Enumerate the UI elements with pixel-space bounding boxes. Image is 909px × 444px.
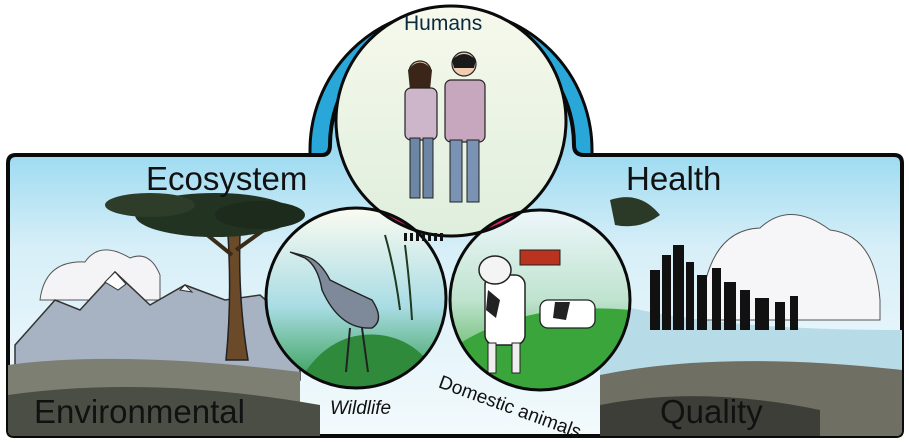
- label-wildlife: Wildlife: [330, 398, 391, 420]
- label-ecosystem: Ecosystem: [146, 160, 307, 198]
- label-quality: Quality: [660, 393, 763, 431]
- label-humans: Humans: [404, 12, 482, 36]
- label-environmental: Environmental: [34, 393, 245, 431]
- label-health: Health: [626, 160, 721, 198]
